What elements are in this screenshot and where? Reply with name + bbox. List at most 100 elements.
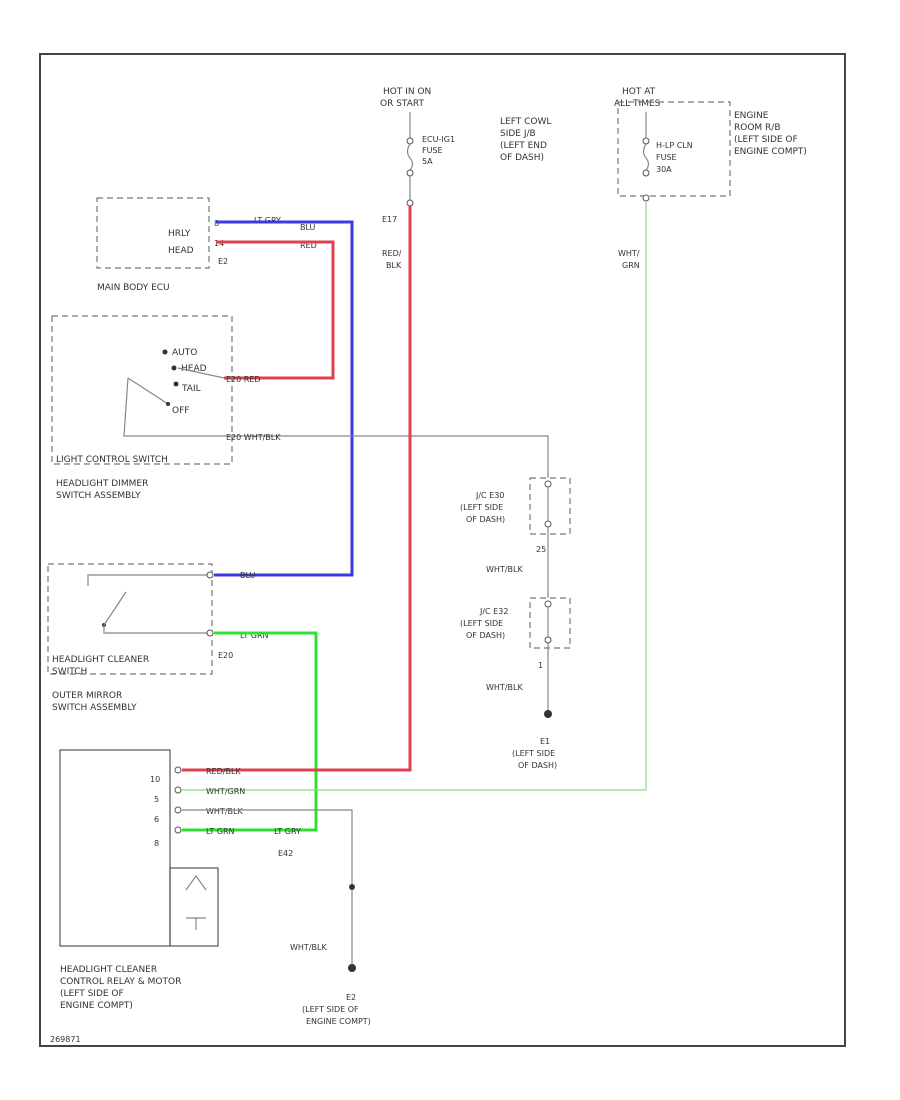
ecu-top-right-label: BLU (300, 223, 316, 232)
motor-symbol-bottom (186, 917, 206, 930)
main-body-ecu-box (96, 197, 210, 269)
cleaner-switch-name-l1: HEADLIGHT CLEANER (52, 655, 149, 665)
ign-hot-label: HOT IN ON (383, 87, 431, 97)
switch-pos-auto-node (162, 349, 168, 355)
ground-e1-node (544, 710, 552, 718)
red-wire-head (216, 240, 335, 380)
ground-e2-node (348, 964, 356, 972)
relay-pin5-term (174, 786, 182, 794)
cleaner-switch-term-bottom (206, 629, 214, 637)
relay-wire-10: RED/BLK (206, 767, 241, 776)
diagram-frame (39, 53, 846, 1047)
switch-pos-head: HEAD (181, 364, 207, 374)
relay-pin8-term (174, 826, 182, 834)
cleaner-switch-box (47, 563, 213, 675)
junction-e32-l2: OF DASH) (466, 631, 505, 640)
footer-code: 269871 (50, 1035, 81, 1044)
junction-e30-wire: WHT/BLK (486, 565, 523, 574)
ground-e2-l1: (LEFT SIDE OF (302, 1005, 359, 1014)
ign-fuse-term-top (406, 137, 414, 145)
relay-motor-name-l4: ENGINE COMPT) (60, 1001, 133, 1011)
switch-pos-tail: TAIL (181, 384, 201, 394)
ecu-pin-head: HEAD (168, 246, 194, 256)
light-switch-lever (127, 377, 169, 405)
batt-location-l4: ENGINE COMPT) (734, 147, 807, 157)
blue-wire (214, 220, 354, 577)
batt-fuse-name: H-LP CLN (656, 141, 693, 150)
batt-hot-label: HOT AT (622, 87, 656, 97)
batt-wire-color-1: WHT/ (618, 249, 640, 258)
ign-wire-color-2: BLK (386, 261, 402, 270)
light-switch-pivot (166, 402, 170, 406)
junction-e30-pin: 25 (536, 545, 546, 554)
ground-e2-l2: ENGINE COMPT) (306, 1017, 371, 1026)
relay-motor-name-l2: CONTROL RELAY & MOTOR (60, 977, 181, 987)
batt-hot-label2: ALL TIMES (614, 99, 661, 109)
relay-pin-8: 8 (154, 839, 159, 848)
batt-location-l2: ROOM R/B (734, 123, 781, 133)
ign-location-l1: LEFT COWL (500, 117, 551, 127)
cleaner-switch-wire-top: BLU (240, 571, 256, 580)
switch-pos-head-node (171, 365, 177, 371)
relay-motor-name-l3: (LEFT SIDE OF (60, 989, 124, 999)
batt-fuse-amp: 30A (656, 165, 672, 174)
switch-pos-tail-node (173, 381, 179, 387)
ign-fuse-word: FUSE (422, 146, 443, 155)
ecu-bottom-right-label: RED (300, 241, 317, 250)
motor-symbol-top (185, 874, 207, 891)
relay-wire-8: LT GRN (206, 827, 235, 836)
relay-motor-box (59, 749, 171, 947)
relay-pin-5: 5 (154, 795, 159, 804)
junction-e30-term-bottom (544, 520, 552, 528)
switch-pos-auto: AUTO (172, 348, 197, 358)
ign-fuse-symbol (406, 143, 414, 171)
junction-e30-box (529, 477, 571, 535)
ign-location-l2: SIDE J/B (500, 129, 536, 139)
ign-connector-term (406, 199, 414, 207)
junction-e32-term-top (544, 600, 552, 608)
batt-fuse-word: FUSE (656, 153, 677, 162)
light-control-switch-box (51, 315, 233, 465)
light-green-wire (182, 201, 647, 791)
ign-fuse-term-bottom (406, 169, 414, 177)
motor-sub-box (169, 867, 219, 947)
relay-pin-10: 10 (150, 775, 160, 784)
batt-fuse-term-bottom (642, 169, 650, 177)
light-control-switch-name: LIGHT CONTROL SWITCH (56, 455, 168, 465)
light-switch-head-wire: E20 RED (226, 375, 261, 384)
green-wire (182, 631, 318, 832)
relay-pin6-term (174, 806, 182, 814)
junction-e30-l2: OF DASH) (466, 515, 505, 524)
ign-wire-color-1: RED/ (382, 249, 402, 258)
cleaner-switch-term-top (206, 571, 214, 579)
relay-pin-6: 6 (154, 815, 159, 824)
ground-e1-name: E1 (540, 737, 550, 746)
relay-motor-name-l1: HEADLIGHT CLEANER (60, 965, 157, 975)
relay-ground-splice (349, 884, 355, 890)
ign-fuse-amp: 5A (422, 157, 433, 166)
cleaner-switch-wire-bottom: LT GRN (240, 631, 269, 640)
relay-ground-wire (182, 809, 353, 884)
dimmer-switch-assembly-l1: HEADLIGHT DIMMER (56, 479, 148, 489)
ign-fuse-name: ECU-IG1 (422, 135, 455, 144)
main-body-ecu-title: MAIN BODY ECU (97, 283, 170, 293)
outer-mirror-assembly-l2: SWITCH ASSEMBLY (52, 703, 137, 713)
batt-fuse-symbol (642, 143, 650, 171)
batt-fuse-term-top (642, 137, 650, 145)
light-switch-head-link (177, 367, 225, 379)
ign-hot-label2: OR START (380, 99, 424, 109)
ign-location-l4: OF DASH) (500, 153, 544, 163)
cleaner-switch-connector: E20 (218, 651, 233, 660)
junction-e32-term-bottom (544, 636, 552, 644)
junction-e32-l1: (LEFT SIDE (460, 619, 503, 628)
relay-wire-6: WHT/BLK (206, 807, 243, 816)
junction-e30-term-top (544, 480, 552, 488)
engine-room-rb-box (617, 101, 731, 197)
junction-e32-box (529, 597, 571, 649)
ground-e2-name: E2 (346, 993, 356, 1002)
junction-e32-wire: WHT/BLK (486, 683, 523, 692)
ground-e1-l2: OF DASH) (518, 761, 557, 770)
cleaner-switch-name-l2: SWITCH (52, 667, 87, 677)
batt-output-term (642, 194, 650, 202)
